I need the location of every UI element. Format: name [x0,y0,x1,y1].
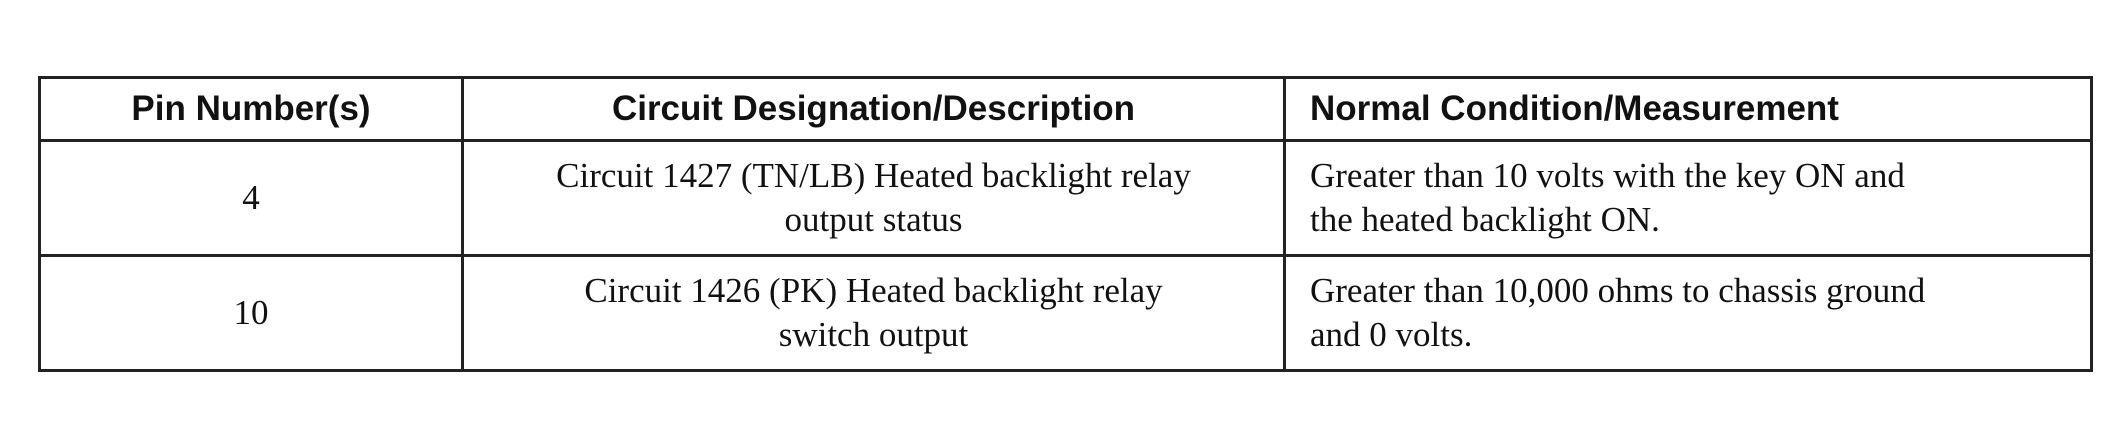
cell-normal-measurement: Greater than 10 volts with the key ON an… [1283,139,2093,257]
table-header-row: Pin Number(s) Circuit Designation/Descri… [38,76,2093,142]
header-normal-measurement: Normal Condition/Measurement [1283,76,2093,142]
pin-measurement-table: Pin Number(s) Circuit Designation/Descri… [38,76,2093,372]
cell-pin-number: 10 [38,254,464,372]
table-row: 4 Circuit 1427 (TN/LB) Heated backlight … [38,139,2093,257]
cell-normal-measurement: Greater than 10,000 ohms to chassis grou… [1283,254,2093,372]
cell-circuit-description: Circuit 1426 (PK) Heated backlight relay… [461,254,1286,372]
cell-circuit-description: Circuit 1427 (TN/LB) Heated backlight re… [461,139,1286,257]
header-circuit-description: Circuit Designation/Description [461,76,1286,142]
table-row: 10 Circuit 1426 (PK) Heated backlight re… [38,254,2093,372]
cell-pin-number: 4 [38,139,464,257]
header-pin-numbers: Pin Number(s) [38,76,464,142]
